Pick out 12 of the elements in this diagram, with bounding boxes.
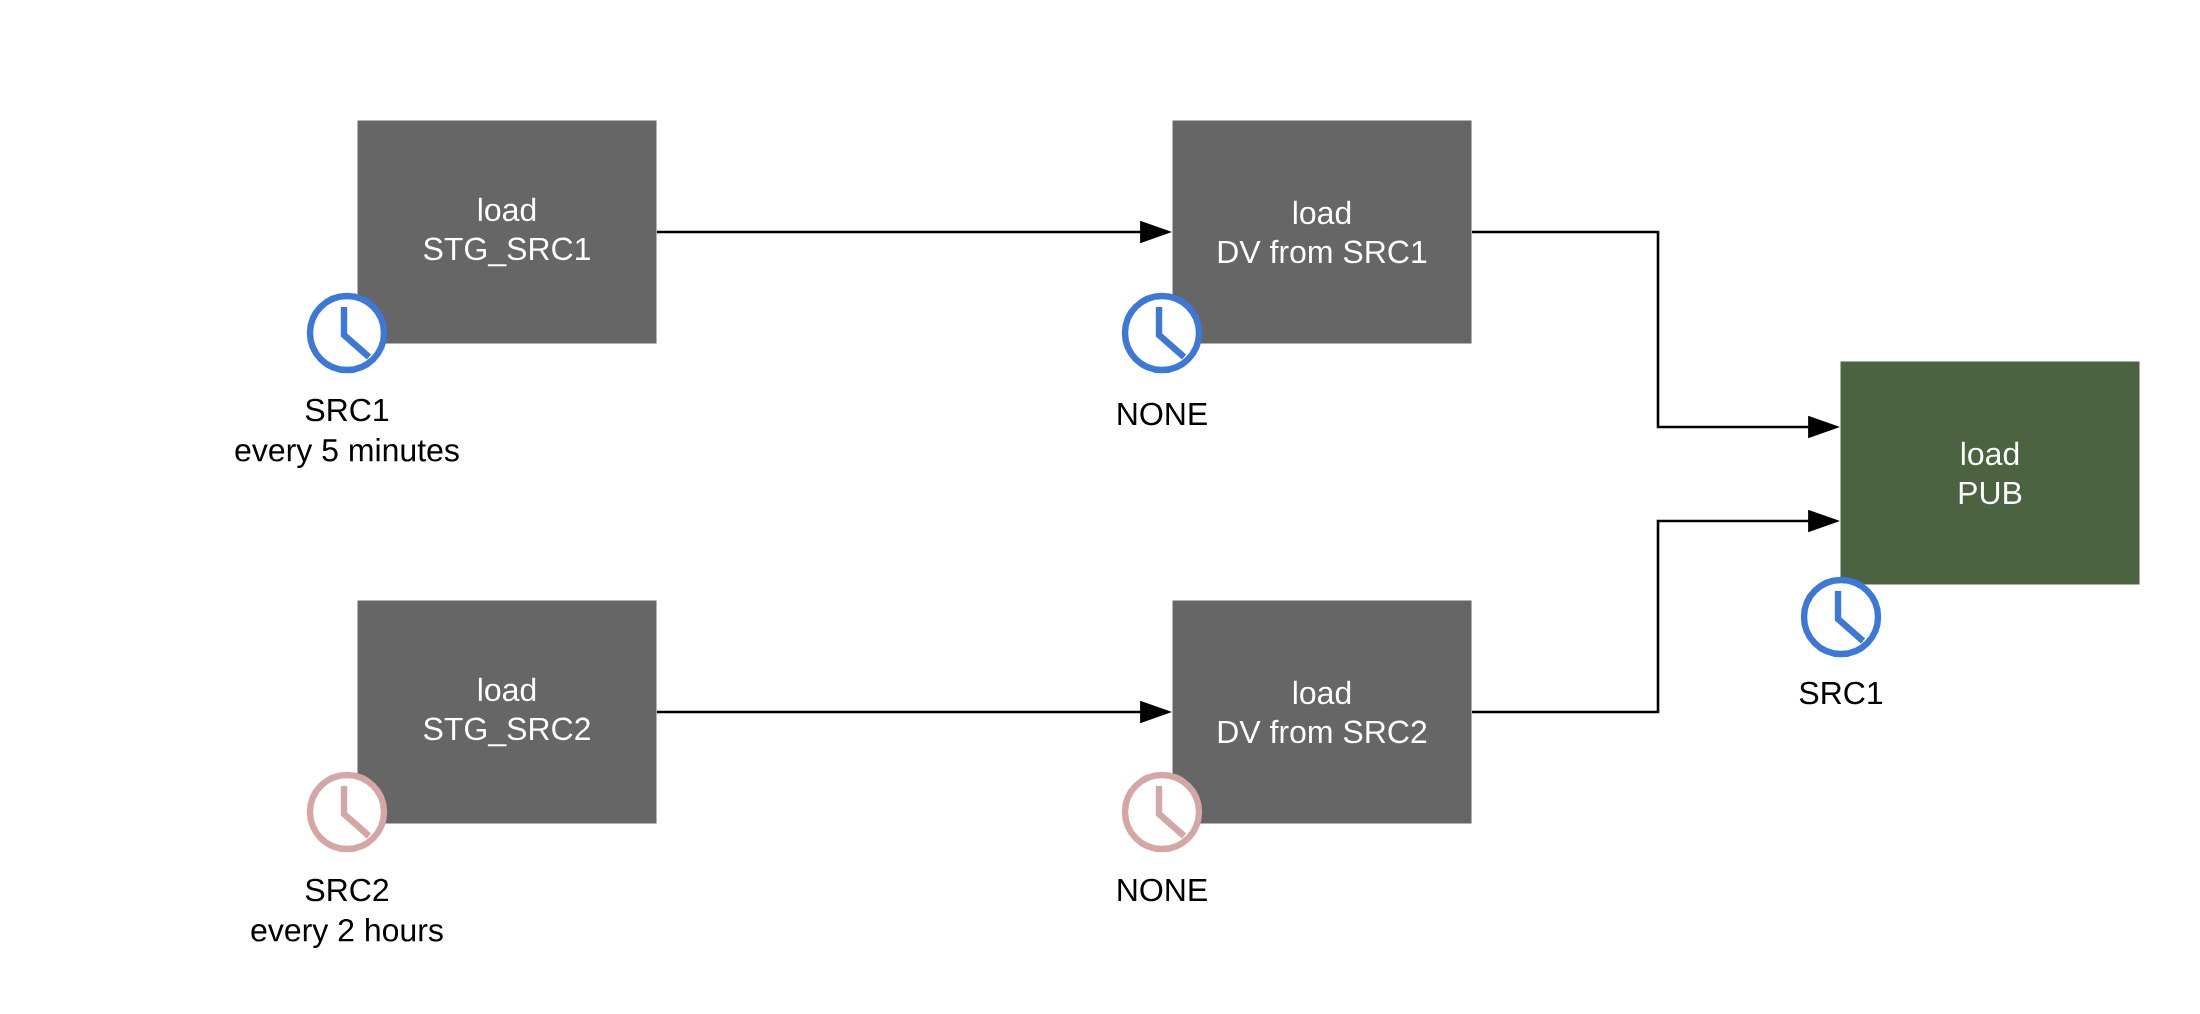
schedule-label: NONE — [1118, 402, 1207, 426]
schedule-label: SRC1 — [305, 398, 389, 422]
schedule-label: SRC2 — [305, 878, 389, 902]
schedule-label: every 2 hours — [251, 918, 443, 948]
process-box: load PUB — [1840, 361, 2140, 585]
process-box: load DV from SRC1 — [1172, 120, 1472, 344]
process-box: load DV from SRC2 — [1172, 600, 1472, 824]
schedule-label: every 5 minutes — [235, 438, 459, 468]
schedule-label: SRC1 — [1799, 681, 1883, 705]
process-box: load STG_SRC2 — [357, 600, 657, 824]
schedule-label: NONE — [1118, 878, 1207, 902]
process-box: load STG_SRC1 — [357, 120, 657, 344]
